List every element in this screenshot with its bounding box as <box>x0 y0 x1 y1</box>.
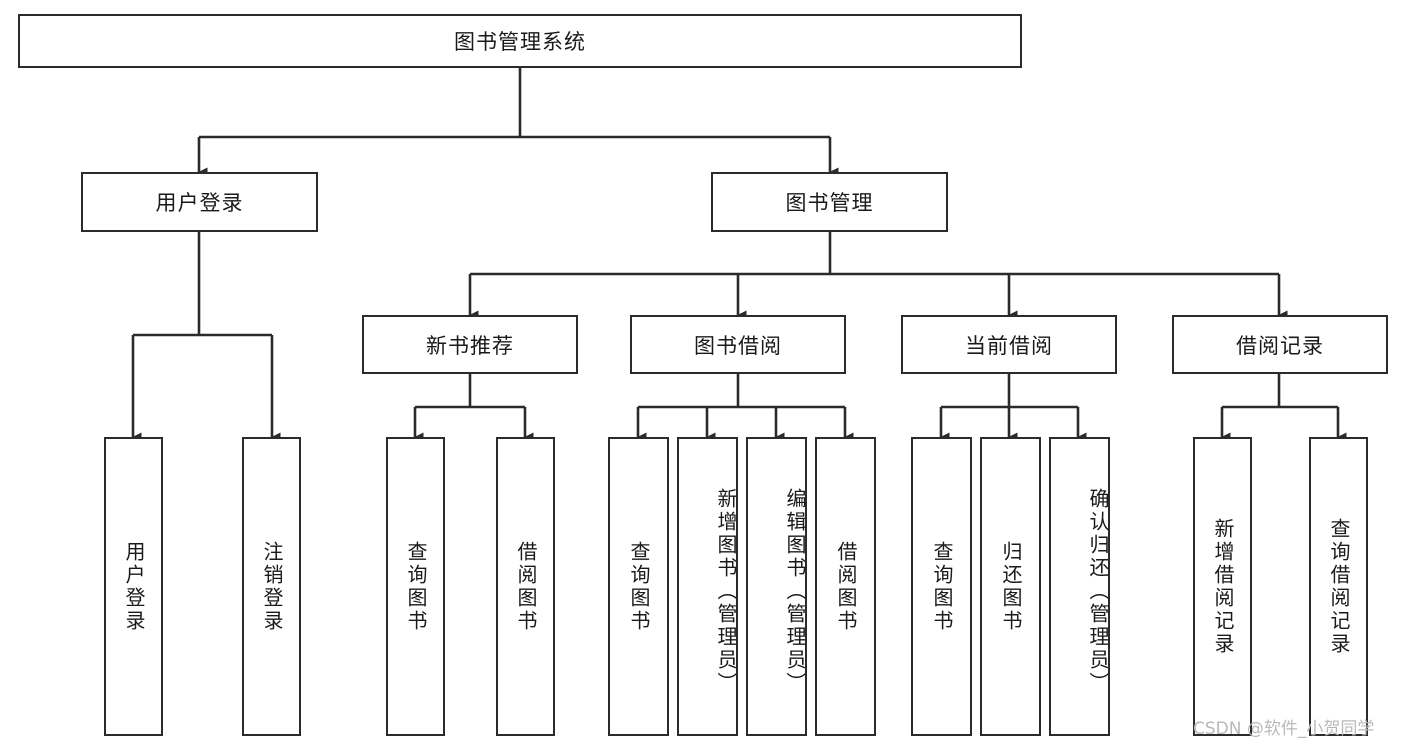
leaf-user-login[interactable]: 用户登录 <box>104 437 163 736</box>
leaf-query-record[interactable]: 查询借阅记录 <box>1309 437 1368 736</box>
leaf-confirm-return-label: 确认归还（管理员） <box>1086 488 1110 695</box>
leaf-query-book-2[interactable]: 查询图书 <box>608 437 669 736</box>
leaf-borrow-book-1-label: 借阅图书 <box>514 540 538 633</box>
node-borrow-record-label: 借阅记录 <box>1236 333 1324 358</box>
leaf-query-record-label: 查询借阅记录 <box>1327 517 1351 656</box>
leaf-logout-label: 注销登录 <box>260 540 284 633</box>
node-root-label: 图书管理系统 <box>454 30 586 54</box>
node-book-borrow[interactable]: 图书借阅 <box>630 315 846 374</box>
leaf-borrow-book-1[interactable]: 借阅图书 <box>496 437 555 736</box>
leaf-add-book-label: 新增图书（管理员） <box>714 488 738 695</box>
leaf-borrow-book-2-label: 借阅图书 <box>834 540 858 633</box>
leaf-return-book[interactable]: 归还图书 <box>980 437 1041 736</box>
leaf-confirm-return[interactable]: 确认归还（管理员） <box>1049 437 1110 736</box>
node-book-borrow-label: 图书借阅 <box>694 333 782 358</box>
node-book-manage-label: 图书管理 <box>785 191 874 215</box>
csdn-watermark: CSDN @软件_小贺同学 <box>1193 719 1375 739</box>
node-borrow-record[interactable]: 借阅记录 <box>1172 315 1388 374</box>
leaf-return-book-label: 归还图书 <box>999 540 1023 633</box>
leaf-logout[interactable]: 注销登录 <box>242 437 301 736</box>
node-book-manage[interactable]: 图书管理 <box>711 172 948 232</box>
node-current-borrow[interactable]: 当前借阅 <box>901 315 1117 374</box>
leaf-add-record[interactable]: 新增借阅记录 <box>1193 437 1252 736</box>
leaf-query-book-1[interactable]: 查询图书 <box>386 437 445 736</box>
node-current-borrow-label: 当前借阅 <box>965 333 1053 358</box>
node-user-login[interactable]: 用户登录 <box>81 172 318 232</box>
leaf-borrow-book-2[interactable]: 借阅图书 <box>815 437 876 736</box>
node-new-book-rec-label: 新书推荐 <box>426 333 514 358</box>
node-new-book-rec[interactable]: 新书推荐 <box>362 315 578 374</box>
leaf-edit-book-label: 编辑图书（管理员） <box>783 488 807 695</box>
leaf-query-book-3-label: 查询图书 <box>930 540 954 633</box>
leaf-query-book-3[interactable]: 查询图书 <box>911 437 972 736</box>
leaf-edit-book[interactable]: 编辑图书（管理员） <box>746 437 807 736</box>
leaf-add-book[interactable]: 新增图书（管理员） <box>677 437 738 736</box>
leaf-query-book-1-label: 查询图书 <box>404 540 428 633</box>
leaf-query-book-2-label: 查询图书 <box>627 540 651 633</box>
leaf-user-login-label: 用户登录 <box>122 540 146 633</box>
leaf-add-record-label: 新增借阅记录 <box>1211 517 1235 656</box>
node-root[interactable]: 图书管理系统 <box>18 14 1022 68</box>
node-user-login-label: 用户登录 <box>155 191 244 215</box>
